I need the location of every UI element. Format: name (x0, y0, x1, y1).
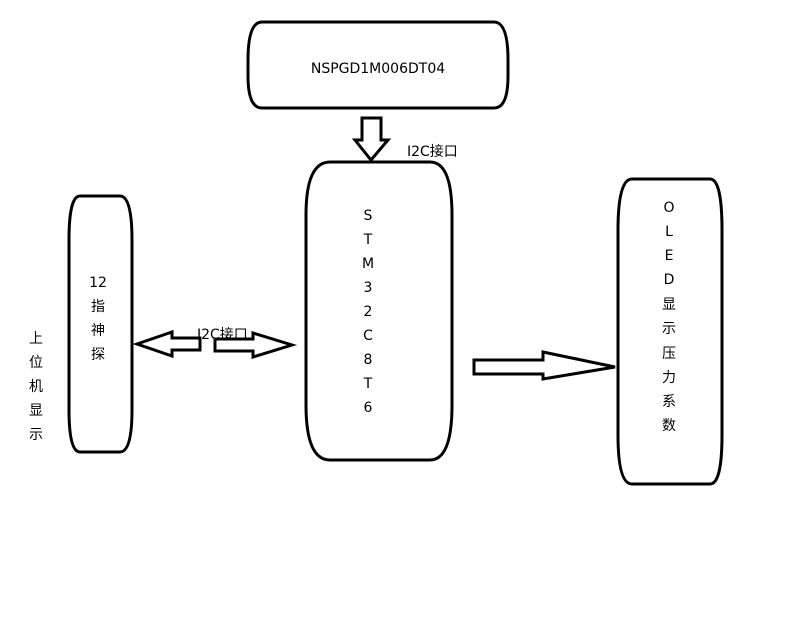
probe-char: 12 (89, 275, 107, 291)
oled-char: 力 (662, 370, 676, 386)
mcu-char: T (363, 232, 373, 248)
oled-char: 系 (662, 394, 676, 410)
oled-char: 示 (662, 321, 676, 337)
mcu-text: S T M 3 2 C 8 T 6 (362, 208, 374, 416)
host-label: 上 位 机 显 示 (29, 331, 43, 443)
oled-text: O L E D 显 示 压 力 系 数 (662, 200, 676, 434)
oled-char: O (663, 200, 674, 216)
mcu-char: S (364, 208, 373, 224)
probe-char: 探 (91, 347, 105, 363)
host-char: 显 (29, 403, 43, 419)
mcu-char: 3 (364, 280, 373, 296)
probe-text: 12 指 神 探 (89, 275, 107, 363)
oled-char: 压 (662, 346, 676, 362)
oled-arrow (472, 350, 616, 381)
sensor-box: NSPGD1M006DT04 (246, 20, 510, 110)
host-char: 上 (29, 331, 43, 347)
oled-char: 显 (662, 297, 676, 313)
left-interface-label: I2C接口 (197, 326, 248, 343)
oled-char: D (664, 272, 675, 288)
oled-char: E (665, 248, 674, 264)
mcu-char: 2 (364, 304, 373, 320)
right-arrow (213, 330, 298, 360)
probe-char: 指 (91, 299, 105, 315)
mcu-char: M (362, 256, 374, 272)
top-interface-label: I2C接口 (407, 143, 458, 160)
mcu-char: 6 (364, 400, 373, 416)
probe-box: 12 指 神 探 (67, 194, 134, 454)
oled-char: 数 (662, 418, 676, 434)
probe-char: 神 (91, 323, 105, 339)
mcu-char: C (363, 328, 373, 344)
left-arrow (132, 329, 202, 359)
mcu-char: T (363, 376, 373, 392)
mcu-char: 8 (364, 352, 373, 368)
host-char: 位 (29, 355, 43, 371)
down-arrow (351, 116, 392, 163)
host-char: 机 (29, 379, 43, 395)
oled-box: O L E D 显 示 压 力 系 数 (616, 177, 724, 486)
host-char: 示 (29, 427, 43, 443)
oled-char: L (665, 224, 673, 240)
sensor-label: NSPGD1M006DT04 (311, 61, 445, 77)
mcu-box: S T M 3 2 C 8 T 6 (304, 160, 454, 462)
